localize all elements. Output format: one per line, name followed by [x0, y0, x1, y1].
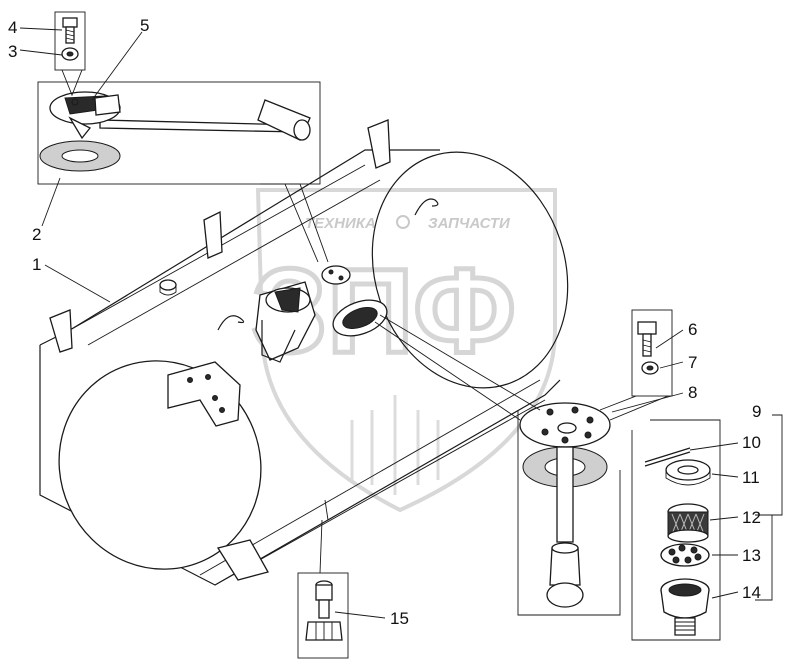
tank-bracket — [203, 210, 223, 259]
fuel-tank — [39, 119, 569, 586]
leader-11 — [711, 473, 739, 478]
leader-5 — [91, 31, 143, 101]
wire-clip — [414, 198, 439, 216]
intake-tube — [556, 446, 574, 543]
detail-frame — [631, 419, 721, 641]
label-12: 12 — [742, 508, 761, 527]
label-3: 3 — [8, 42, 17, 61]
group-bracket — [772, 414, 783, 516]
flange-plate-installed — [321, 265, 351, 285]
intake-filter-housing — [546, 582, 584, 608]
intake-bolt — [637, 321, 657, 357]
leader-8 — [611, 392, 684, 413]
label-14: 14 — [742, 583, 761, 602]
part-labels: 1 2 3 4 5 6 7 8 9 10 11 12 13 14 15 — [8, 16, 761, 628]
detail-box-level-sensor — [37, 11, 329, 263]
label-2: 2 — [32, 225, 41, 244]
label-5: 5 — [140, 16, 149, 35]
label-11: 11 — [742, 468, 760, 487]
fastener-frame — [631, 309, 673, 397]
watermark-text-right: ЗАПЧАСТИ — [428, 215, 511, 232]
washer — [61, 47, 79, 61]
bolt — [62, 17, 78, 44]
label-6: 6 — [688, 320, 697, 339]
leader-4 — [19, 27, 63, 31]
intake-washer — [641, 361, 659, 375]
watermark: ТЕХНИКА ЗАПЧАСТИ ЗПФ — [250, 188, 557, 513]
detail-box-drain-plug — [297, 519, 349, 659]
leader-2 — [41, 177, 61, 227]
watermark-gear-icon — [396, 215, 410, 229]
detail-box-fuel-intake — [517, 309, 783, 641]
leader-lines — [19, 27, 739, 619]
filler-cap — [159, 279, 177, 291]
leader-12 — [709, 516, 739, 521]
label-1: 1 — [32, 255, 41, 274]
pin — [644, 447, 691, 463]
leader-7 — [659, 361, 684, 369]
detail-frame — [37, 81, 321, 185]
mesh-filter — [667, 503, 709, 543]
filter-cap — [660, 578, 710, 636]
leader-15 — [334, 611, 386, 619]
fastener-frame — [54, 11, 86, 71]
leader-10 — [689, 442, 739, 451]
label-7: 7 — [688, 353, 697, 372]
wire-clip — [217, 315, 245, 331]
drain-plug — [305, 580, 343, 641]
label-4: 4 — [8, 18, 17, 37]
tank-bracket — [49, 309, 73, 353]
leader-3 — [19, 49, 63, 56]
watermark-wheat-icon — [350, 395, 440, 495]
retaining-ring — [665, 459, 711, 486]
watermark-text-left: ТЕХНИКА — [305, 215, 376, 232]
tank-bottom-bracket — [216, 539, 269, 581]
watermark-shield — [255, 188, 557, 513]
perforated-plate — [660, 543, 710, 567]
leader-14 — [711, 591, 739, 599]
label-10: 10 — [742, 433, 761, 452]
tank-bracket — [367, 119, 391, 169]
label-13: 13 — [742, 546, 761, 565]
detail-frame — [517, 410, 621, 616]
label-8: 8 — [688, 383, 697, 402]
leader-6 — [655, 329, 684, 349]
detail-frame — [297, 572, 349, 659]
label-9: 9 — [752, 402, 761, 421]
leader-intake — [379, 314, 541, 411]
label-15: 15 — [390, 609, 409, 628]
fuel-level-sender-installed — [255, 281, 316, 363]
leader-1 — [44, 264, 111, 303]
